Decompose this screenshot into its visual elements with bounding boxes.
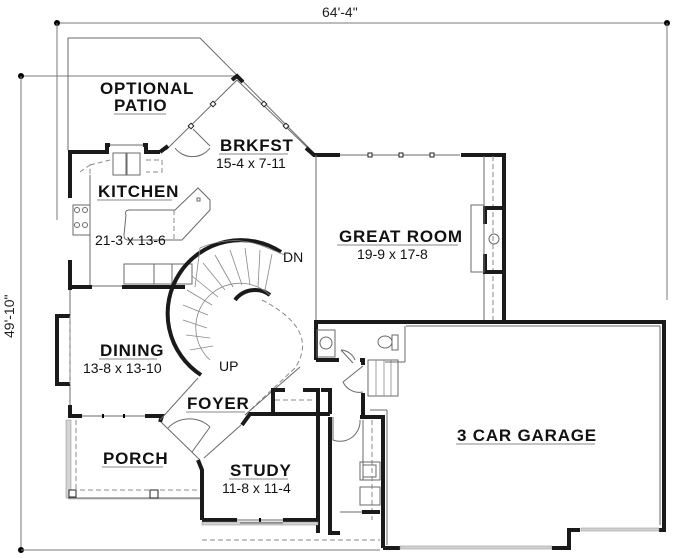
kitchen-label: KITCHEN bbox=[98, 182, 179, 201]
brkfst-label: BRKFST bbox=[220, 136, 294, 155]
kitchen-walls bbox=[68, 143, 211, 290]
dining-size: 13-8 x 13-10 bbox=[83, 360, 162, 376]
room-garage: 3 CAR GARAGE bbox=[456, 426, 597, 445]
study-walls bbox=[201, 388, 380, 541]
great-room-size: 19-9 x 17-8 bbox=[357, 246, 428, 262]
dimension-lines bbox=[18, 20, 670, 553]
foyer-label: FOYER bbox=[187, 394, 250, 413]
breakfast-bay bbox=[158, 73, 340, 158]
great-room-walls bbox=[315, 152, 506, 322]
dining-walls bbox=[55, 290, 199, 423]
kitchen-size: 21-3 x 13-6 bbox=[95, 232, 166, 248]
garage-walls bbox=[370, 320, 666, 550]
utility-walls bbox=[314, 320, 406, 548]
garage-label: 3 CAR GARAGE bbox=[457, 426, 597, 445]
dining-label: DINING bbox=[100, 341, 164, 360]
foyer-walls bbox=[160, 366, 320, 533]
room-porch: PORCH bbox=[102, 449, 168, 468]
brkfst-size: 15-4 x 7-11 bbox=[216, 155, 286, 171]
porch-label: PORCH bbox=[103, 449, 168, 468]
room-optional-patio: OPTIONAL PATIO bbox=[100, 79, 194, 115]
great-room-label: GREAT ROOM bbox=[339, 227, 463, 246]
room-kitchen: KITCHEN 21-3 x 13-6 bbox=[95, 182, 179, 248]
room-great-room: GREAT ROOM 19-9 x 17-8 bbox=[337, 227, 463, 262]
stair-down-label: DN bbox=[283, 249, 303, 265]
study-size: 11-8 x 11-4 bbox=[222, 480, 291, 496]
room-dining: DINING 13-8 x 13-10 bbox=[83, 341, 164, 376]
porch-outline bbox=[65, 419, 200, 500]
room-study: STUDY 11-8 x 11-4 bbox=[222, 461, 292, 496]
curved-staircase bbox=[165, 238, 304, 416]
optional-patio-label-line2: PATIO bbox=[114, 96, 167, 115]
overall-width-label: 64'-4" bbox=[322, 4, 358, 20]
optional-patio-outline bbox=[67, 37, 317, 156]
room-brkfst: BRKFST 15-4 x 7-11 bbox=[216, 136, 294, 171]
stair-up-label: UP bbox=[219, 358, 238, 374]
overall-depth-label: 49'-10" bbox=[1, 295, 17, 338]
study-label: STUDY bbox=[230, 461, 292, 480]
optional-patio-label-line1: OPTIONAL bbox=[100, 79, 194, 98]
